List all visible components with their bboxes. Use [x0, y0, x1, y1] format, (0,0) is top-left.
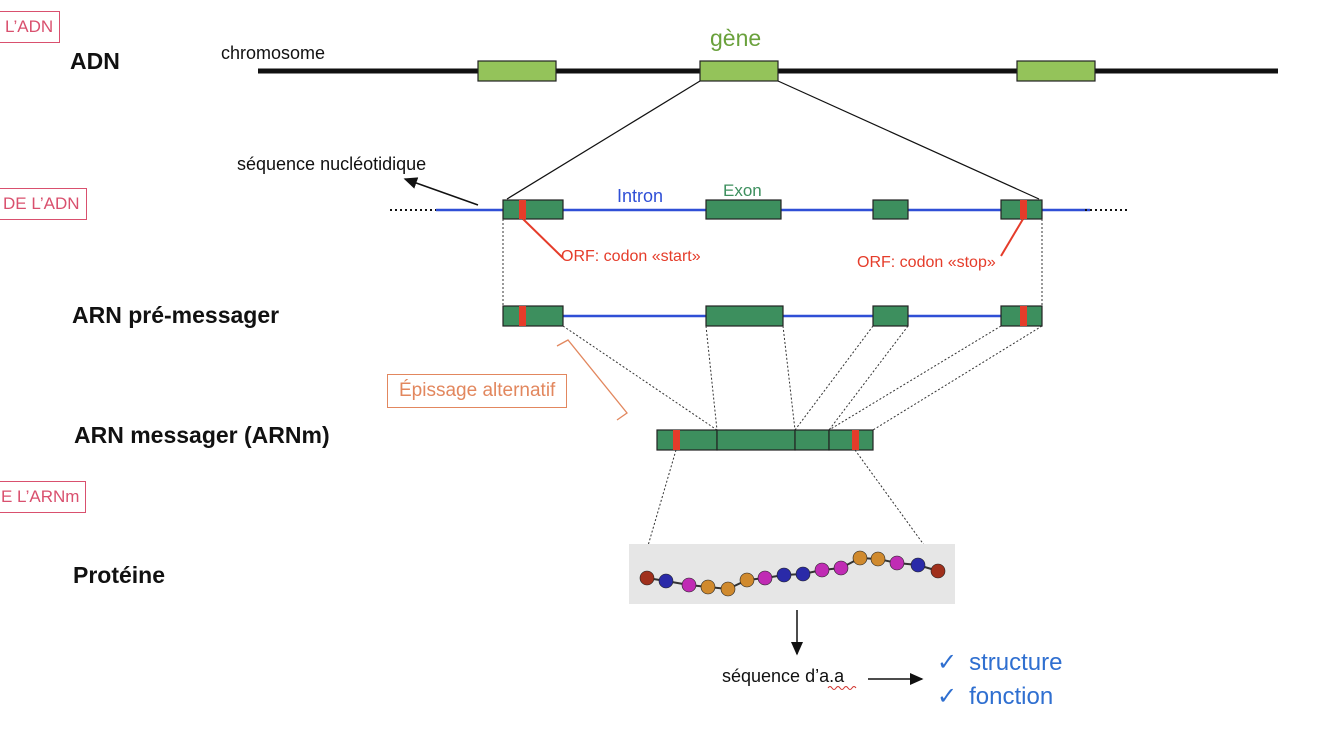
stop-codon-mark: [1020, 306, 1027, 326]
zoom-line: [777, 80, 1040, 200]
gene-box: [477, 60, 557, 82]
aa-sequence-label: séquence d’a.a: [722, 666, 845, 686]
mrna-exon: [656, 429, 718, 451]
start-codon-mark: [673, 430, 680, 450]
exon-box: [872, 199, 909, 220]
orf-stop-label: ORF: codon «stop»: [857, 254, 996, 271]
exon-box: [502, 199, 564, 220]
mrna-exon: [794, 429, 830, 451]
check-icon: ✓: [937, 649, 958, 676]
zoom-line: [506, 80, 701, 200]
checklist-item-structure: ✓ structure: [937, 648, 1062, 677]
spellcheck-underline: [827, 686, 857, 690]
splicing-bracket: [556, 339, 628, 421]
pre-mrna-exon: [872, 305, 909, 327]
pre-mrna-exon: [705, 305, 784, 327]
start-codon-mark: [519, 200, 526, 219]
mrna-exon: [828, 429, 874, 451]
gene-box-highlighted: [699, 60, 779, 82]
protein-chain: [646, 556, 939, 591]
splicing-lines: [562, 325, 1043, 431]
row-label-mrna: ARN messager (ARNm): [74, 422, 330, 448]
stop-codon-mark: [1020, 200, 1027, 219]
gene-box: [1016, 60, 1096, 82]
check-icon: ✓: [937, 683, 958, 710]
checklist-item-fonction: ✓ fonction: [937, 682, 1053, 711]
row-label-adn: ADN: [70, 48, 120, 74]
row-label-protein: Protéine: [73, 562, 166, 588]
nucleotide-sequence-label: séquence nucléotidique: [237, 154, 427, 174]
amino-acid-bead-icon: [639, 550, 946, 597]
alt-splicing-label: Épissage alternatif: [387, 374, 568, 408]
exon-label: Exon: [723, 181, 762, 200]
checklist-text: structure: [969, 649, 1063, 676]
pre-mrna-exon: [502, 305, 564, 327]
translation-line: [639, 449, 677, 574]
start-codon-mark: [519, 306, 526, 326]
gene-label: gène: [710, 25, 762, 51]
side-tag-adn: L’ADN: [0, 11, 61, 43]
orf-stop-pointer: [1000, 218, 1024, 257]
orf-start-pointer: [522, 218, 564, 259]
side-tag-arnm: E L’ARNm: [0, 481, 87, 513]
chromosome-label: chromosome: [221, 43, 326, 63]
orf-start-label: ORF: codon «start»: [561, 248, 701, 265]
checklist-text: fonction: [969, 683, 1054, 710]
intron-label: Intron: [617, 186, 664, 206]
side-tag-sequence-adn: DE L’ADN: [0, 188, 87, 220]
exon-box: [705, 199, 782, 220]
row-label-pre-mrna: ARN pré-messager: [72, 302, 280, 328]
mrna-exon: [716, 429, 796, 451]
stop-codon-mark: [852, 430, 859, 450]
arrow-icon: [403, 177, 479, 206]
